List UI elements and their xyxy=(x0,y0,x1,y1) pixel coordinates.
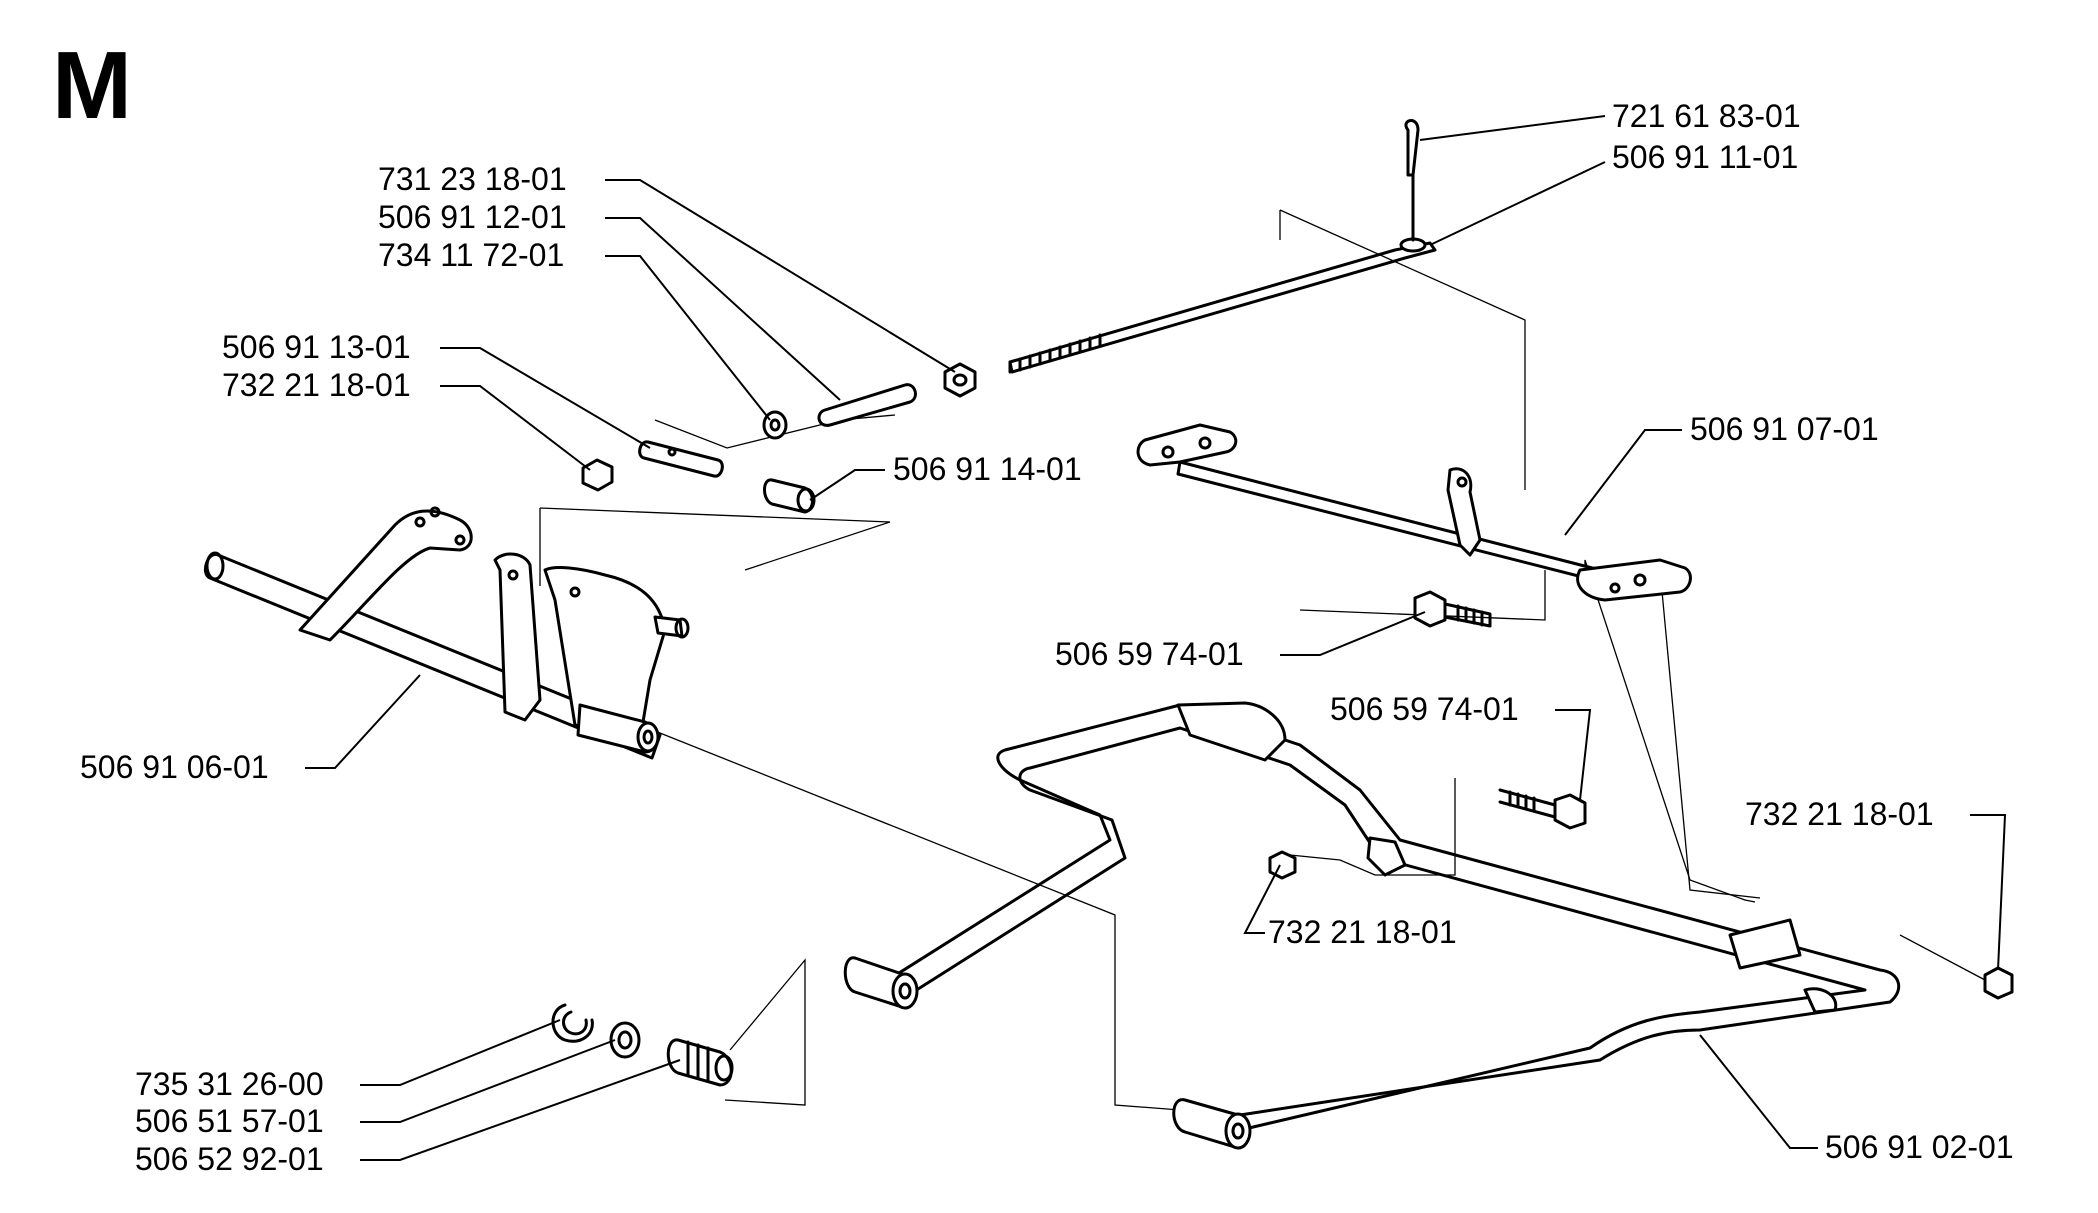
label-frame: 506 91 02-01 xyxy=(1825,1129,2014,1165)
label-pin: 506 91 13-01 xyxy=(222,329,411,365)
label-nut-right: 732 21 18-01 xyxy=(1745,796,1934,832)
pin xyxy=(638,440,724,478)
label-spacer-sleeve: 506 91 12-01 xyxy=(378,199,567,235)
label-circlip: 735 31 26-00 xyxy=(135,1066,324,1102)
label-bolt-upper: 506 59 74-01 xyxy=(1055,636,1244,672)
circlip xyxy=(551,1003,594,1043)
nut-right xyxy=(1983,966,2014,1000)
leader-lines xyxy=(305,115,2007,1161)
bolt-lower xyxy=(1498,788,1587,830)
front-shaft xyxy=(204,506,690,760)
cotter-pin xyxy=(1404,119,1420,242)
label-rear-shaft: 506 91 07-01 xyxy=(1690,411,1879,447)
section-letter: M xyxy=(52,32,132,139)
label-cotter-pin: 721 61 83-01 xyxy=(1612,98,1801,134)
roller-bearing xyxy=(666,1038,734,1087)
label-washer: 506 51 57-01 xyxy=(135,1103,324,1139)
label-small-washer: 734 11 72-01 xyxy=(378,237,564,273)
rod-nut xyxy=(943,362,977,398)
part-number-labels: 721 61 83-01 506 91 11-01 731 23 18-01 5… xyxy=(80,98,2014,1177)
assembly-guide-lines xyxy=(539,209,1986,1111)
nut-left xyxy=(581,458,614,492)
label-bolt-lower: 506 59 74-01 xyxy=(1330,691,1519,727)
rear-shaft xyxy=(1136,423,1692,602)
label-bushing: 506 91 14-01 xyxy=(893,451,1082,487)
bolt-upper xyxy=(1413,590,1492,628)
label-roller-bearing: 506 52 92-01 xyxy=(135,1141,324,1177)
control-rod xyxy=(1008,237,1437,374)
label-control-rod: 506 91 11-01 xyxy=(1612,139,1798,175)
main-frame xyxy=(843,701,1901,1150)
label-front-shaft: 506 91 06-01 xyxy=(80,749,269,785)
label-nut-left: 732 21 18-01 xyxy=(222,367,411,403)
washer xyxy=(609,1021,641,1059)
label-rod-nut: 731 23 18-01 xyxy=(378,161,567,197)
label-nut-center: 732 21 18-01 xyxy=(1268,914,1457,950)
small-washer xyxy=(762,410,788,440)
bushing xyxy=(763,478,816,514)
spacer-sleeve xyxy=(817,383,917,427)
nut-center xyxy=(1268,850,1297,880)
